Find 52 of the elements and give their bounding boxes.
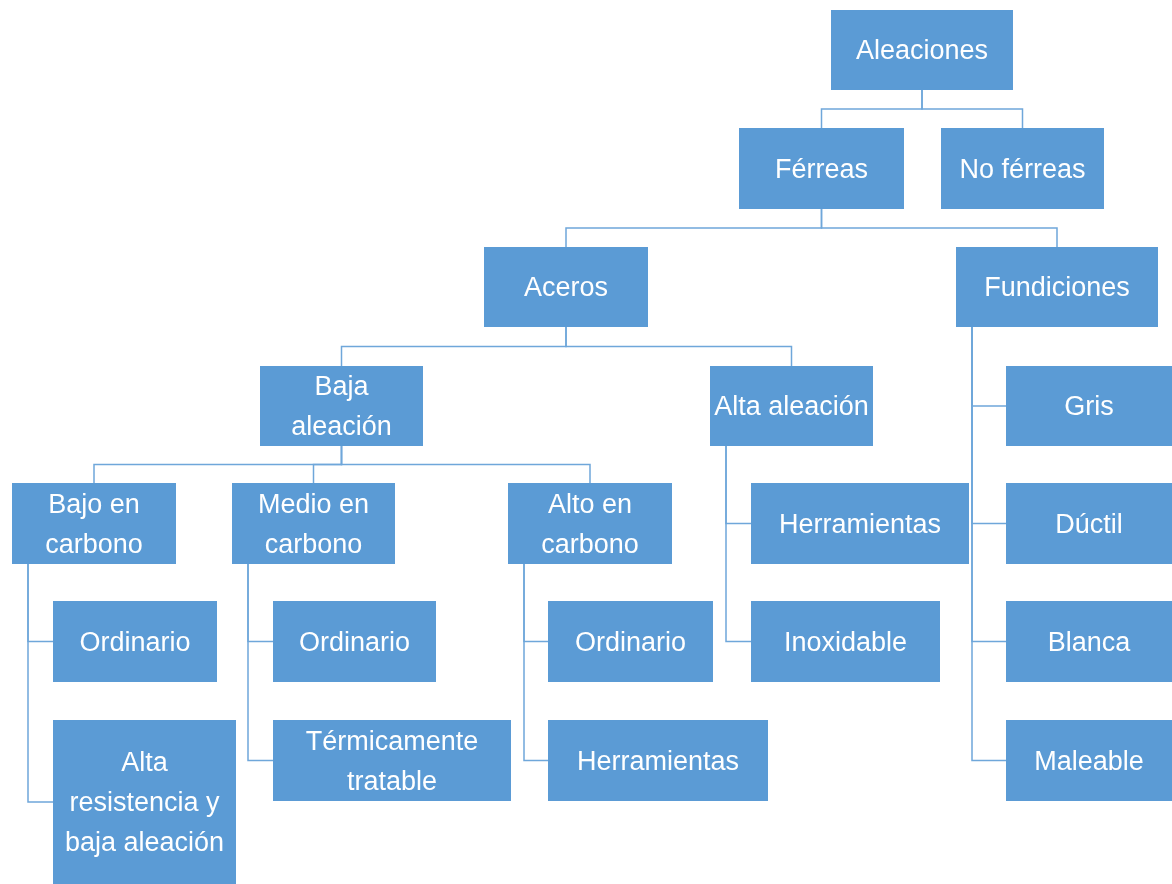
- category-box: [1006, 366, 1172, 446]
- category-box: [508, 483, 672, 564]
- category-box: [12, 483, 176, 564]
- box-label: Férreas: [775, 152, 868, 186]
- box-label: Térmicamente tratable: [304, 724, 480, 798]
- box-label: Alta aleación: [714, 390, 869, 423]
- box-label: Alta resistencia y baja aleación: [63, 746, 226, 859]
- connector-line: [247, 563, 274, 762]
- category-box: [260, 366, 423, 446]
- box-label: Ordinario: [298, 625, 410, 659]
- box-label: Ordinario: [79, 625, 191, 659]
- box-label: Herramientas: [778, 507, 942, 541]
- connector-line: [820, 208, 1058, 248]
- connector-line: [523, 563, 549, 762]
- category-box: [1006, 601, 1172, 682]
- box-label: Bajo en carbono: [44, 487, 144, 561]
- category-box: [484, 247, 648, 327]
- box-label: Fundiciones: [984, 271, 1130, 304]
- connector-line: [340, 445, 591, 484]
- connector-line: [565, 326, 793, 367]
- category-box: [53, 720, 236, 884]
- category-box: [739, 128, 904, 209]
- category-box: [1006, 720, 1172, 801]
- connector-line: [725, 445, 752, 643]
- box-label: Aceros: [523, 271, 608, 304]
- box-label: Herramientas: [576, 744, 740, 778]
- box-label: Inoxidable: [783, 625, 908, 659]
- box-label: Aleaciones: [855, 34, 989, 67]
- category-box: [232, 483, 395, 564]
- category-box: [273, 720, 511, 801]
- category-box: [751, 601, 940, 682]
- box-label: Alto en carbono: [540, 487, 640, 561]
- box-label: No férreas: [959, 152, 1086, 186]
- connector-line: [921, 89, 1024, 129]
- box-label: Blanca: [1047, 625, 1131, 659]
- connector-line: [27, 563, 54, 803]
- category-box: [273, 601, 436, 682]
- category-box: [941, 128, 1104, 209]
- category-box: [53, 601, 217, 682]
- box-label: Gris: [1064, 390, 1114, 423]
- category-box: [956, 247, 1158, 327]
- box-label: Baja aleación: [290, 370, 393, 443]
- category-box: [710, 366, 873, 446]
- box-label: Ordinario: [574, 625, 686, 659]
- category-box: [548, 601, 713, 682]
- box-label: Dúctil: [1055, 507, 1123, 541]
- box-label: Medio en carbono: [256, 487, 371, 561]
- category-box: [751, 483, 969, 564]
- category-box: [548, 720, 768, 801]
- category-box: [831, 10, 1013, 90]
- box-label: Maleable: [1034, 744, 1144, 778]
- category-box: [1006, 483, 1172, 564]
